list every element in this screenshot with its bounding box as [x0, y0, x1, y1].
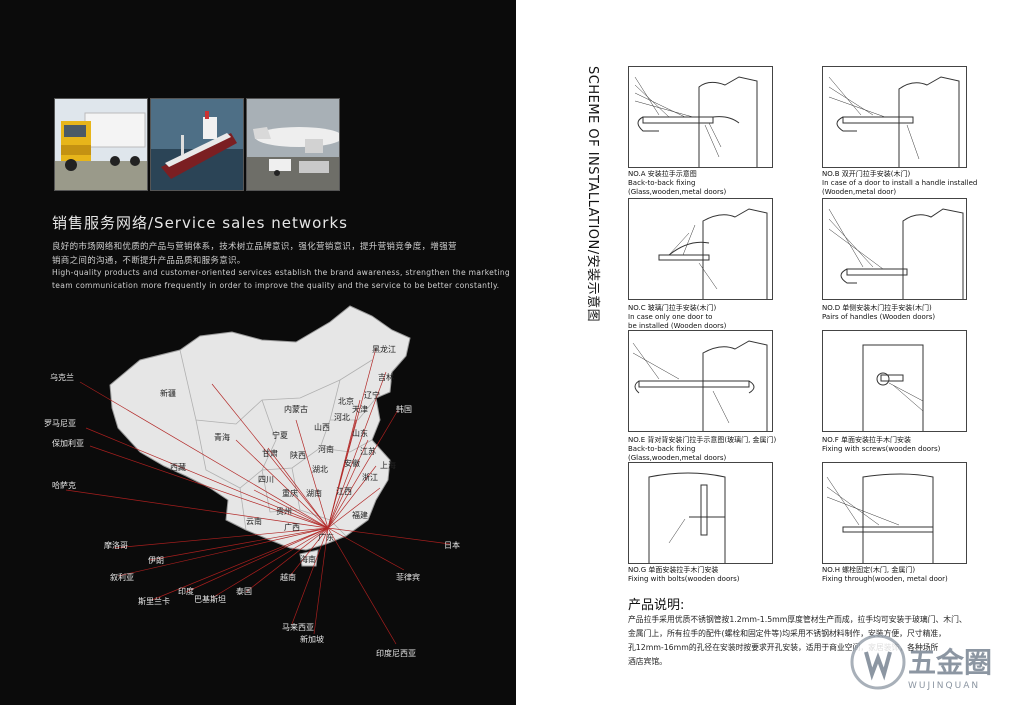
province-label: 吉林	[378, 372, 394, 382]
destination-label: 菲律宾	[396, 572, 420, 582]
destination-label: 韩国	[396, 404, 412, 414]
province-label: 山东	[352, 428, 368, 438]
province-label: 江西	[336, 487, 352, 496]
province-label: 湖南	[306, 488, 322, 498]
province-label: 天津	[352, 404, 368, 414]
china-sales-map: 黑龙江 吉林 新疆 内蒙古 青海 甘肃 西藏 四川 陕西 山西 河北 北京 天津…	[44, 305, 460, 658]
province-label: 新疆	[160, 388, 176, 398]
province-label: 重庆	[282, 488, 298, 498]
destination-label: 罗马尼亚	[44, 419, 76, 428]
desc-line: High-quality products and customer-orien…	[52, 268, 511, 277]
province-label: 辽宁	[364, 390, 380, 400]
province-label: 福建	[352, 510, 368, 520]
airplane-photo	[246, 98, 340, 191]
desc-line: 良好的市场网络和优质的产品与营销体系，技术树立品牌意识，强化营销意识，提升营销竞…	[52, 242, 457, 252]
province-label: 湖北	[312, 465, 328, 474]
caption-a-line1: NO.A 安装拉手示意图	[628, 170, 697, 178]
province-label: 青海	[214, 432, 230, 442]
destination-label: 伊朗	[148, 555, 164, 565]
province-label: 广西	[284, 522, 300, 532]
install-diagram-d	[822, 198, 967, 300]
province-label: 黑龙江	[372, 344, 396, 354]
wujinquan-logo: 五金圈 WUJINQUAN	[846, 630, 1016, 694]
install-diagram-g	[628, 462, 773, 564]
destination-label: 印度	[178, 586, 194, 596]
destination-label: 斯里兰卡	[138, 596, 170, 606]
province-label: 河南	[318, 444, 334, 454]
province-label: 贵州	[276, 506, 292, 516]
destination-label: 乌克兰	[50, 372, 74, 382]
caption-e-line2: Back-to-back fixing	[628, 445, 696, 453]
caption-b-line2: In case of a door to install a handle in…	[822, 179, 978, 187]
install-diagram-a	[628, 66, 773, 168]
destination-label: 日本	[444, 540, 460, 550]
destination-label: 泰国	[236, 586, 252, 596]
product-description-line: 金属门上，所有拉手的配件(螺栓和固定件等)均采用不锈钢材料制作，安装方便，尺寸精…	[628, 629, 946, 638]
destination-label: 巴基斯坦	[194, 594, 226, 604]
caption-a-line3: (Glass,wooden,metal doors)	[628, 188, 727, 196]
province-label: 云南	[246, 516, 262, 526]
installation-title: SCHEME OF INSTALLATION/安装示意图	[585, 66, 600, 323]
caption-b-line1: NO.B 双开门拉手安装(木门)	[822, 170, 911, 178]
install-diagram-e	[628, 330, 773, 432]
province-label: 北京	[338, 396, 354, 406]
caption-g-line1: NO.G 单面安装拉手木门安装	[628, 566, 719, 574]
caption-b-line3: (Wooden,metal door)	[822, 188, 897, 196]
section-title: 销售服务网络/Service sales networks	[52, 214, 348, 232]
install-diagram-h	[822, 462, 967, 564]
caption-c-line3: be installed (Wooden doors)	[628, 322, 727, 330]
route-lines	[65, 347, 451, 645]
product-description-line: 产品拉手采用优质不锈钢管按1.2mm-1.5mm厚度管材生产而成，拉手均可安装于…	[628, 615, 967, 624]
province-label: 宁夏	[272, 430, 288, 440]
desc-line: team communication more frequently in or…	[52, 281, 500, 290]
caption-e-line1: NO.E 背对背安装门拉手示意图(玻璃门, 金属门)	[628, 436, 777, 444]
province-label: 广东	[318, 532, 334, 542]
province-label: 河北	[334, 412, 350, 422]
caption-f-line2: Fixing with screws(wooden doors)	[822, 445, 941, 453]
caption-e-line3: (Glass,wooden,metal doors)	[628, 454, 727, 462]
province-label: 上海	[380, 460, 396, 470]
product-description-line: 孔12mm-16mm的孔径在安装时按要求开孔安装，适用于商业空间，家居装饰，各种…	[628, 643, 939, 652]
province-label: 陕西	[290, 450, 306, 460]
province-label: 西藏	[170, 462, 186, 472]
destination-label: 马来西亚	[282, 623, 314, 632]
destination-label: 印度尼西亚	[376, 648, 416, 658]
province-label: 江苏	[360, 446, 376, 456]
install-diagram-f	[822, 330, 967, 432]
destination-label: 保加利亚	[52, 438, 84, 448]
desc-line: 销商之间的沟通，不断提升产品品质和服务意识。	[52, 256, 246, 266]
destination-label: 越南	[280, 572, 296, 582]
caption-d-line2: Pairs of handles (Wooden doors)	[822, 313, 936, 321]
product-description-title: 产品说明:	[628, 598, 685, 613]
destination-label: 新加坡	[300, 634, 324, 644]
caption-c-line2: In case only one door to	[628, 313, 713, 321]
caption-g-line2: Fixing with bolts(wooden doors)	[628, 575, 740, 583]
province-label: 海南	[300, 554, 316, 564]
install-diagram-b	[822, 66, 967, 168]
destination-label: 哈萨克	[52, 480, 76, 490]
install-diagram-c	[628, 198, 773, 300]
province-label: 浙江	[362, 472, 378, 482]
caption-h-line2: Fixing through(wooden, metal door)	[822, 575, 948, 583]
caption-d-line1: NO.D 单侧安装木门拉手安装(木门)	[822, 304, 932, 312]
logo-text: 五金圈	[908, 646, 992, 679]
product-description-line: 酒店宾馆。	[628, 657, 667, 666]
ship-photo	[150, 98, 244, 191]
truck-photo	[54, 98, 148, 191]
caption-c-line1: NO.C 玻璃门拉手安装(木门)	[628, 304, 717, 312]
destination-label: 摩洛哥	[104, 540, 128, 550]
province-label: 安徽	[344, 458, 360, 468]
province-label: 内蒙古	[284, 404, 308, 414]
destination-label: 叙利亚	[110, 572, 134, 582]
caption-f-line1: NO.F 单面安装拉手木门安装	[822, 436, 911, 444]
logo-subtext: WUJINQUAN	[908, 681, 980, 691]
caption-h-line1: NO.H 螺栓固定(木门, 金属门)	[822, 566, 916, 574]
left-page: 销售服务网络/Service sales networks 良好的市场网络和优质…	[0, 0, 516, 705]
province-label: 山西	[314, 422, 330, 432]
province-label: 四川	[258, 475, 274, 484]
caption-a-line2: Back-to-back fixing	[628, 179, 696, 187]
province-label: 甘肃	[262, 448, 278, 458]
